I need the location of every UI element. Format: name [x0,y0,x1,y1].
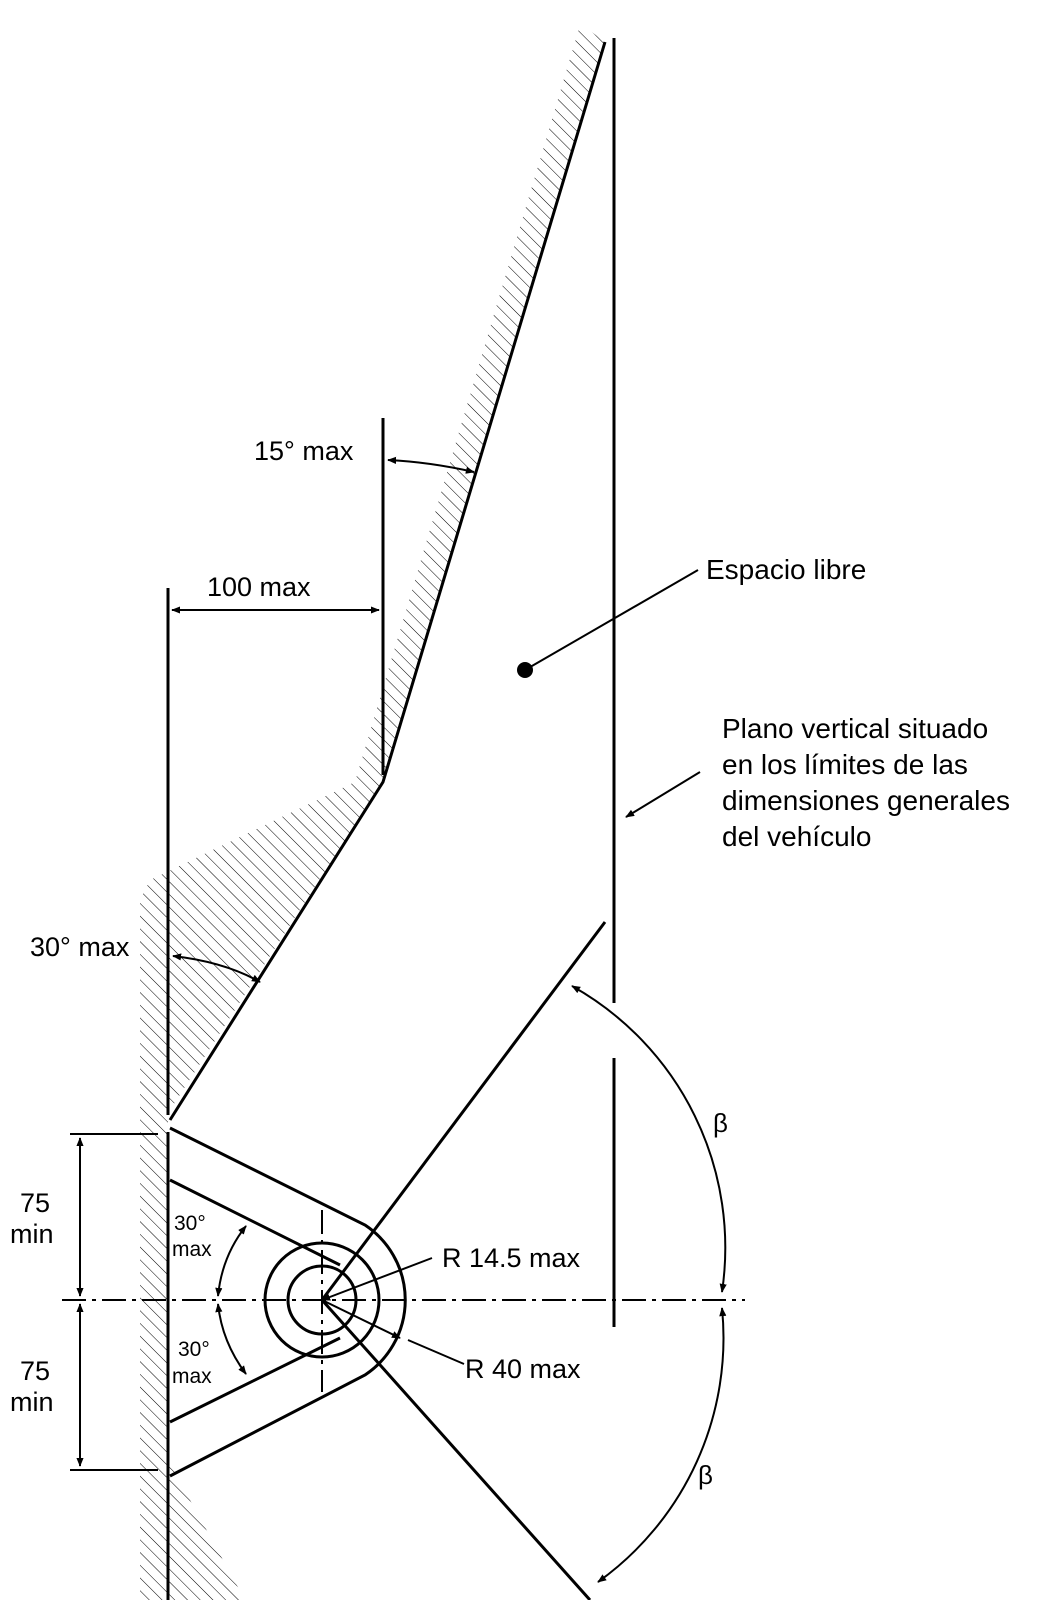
arm-angle-upper-label-1: 30° [174,1212,206,1235]
radius-small-label: R 14.5 max [442,1243,581,1273]
hatched-boundary-lower [140,1460,245,1600]
free-space-label: Espacio libre [706,554,866,585]
beta-line-lower [320,1299,592,1600]
arm-angle-upper-arc [215,1225,247,1297]
dim-lower-label-1: 75 [20,1356,50,1386]
beta-line-upper [320,921,607,1301]
dim-lower-label-2: min [10,1387,54,1417]
angle-top-label: 15° max [254,436,354,466]
hook-arm-lower [169,1336,341,1424]
arm-angle-lower-arc [215,1303,247,1375]
boundary-profile [168,41,607,1121]
vertical-plane-label-3: dimensiones generales [722,785,1010,816]
vertical-plane-label-4: del vehículo [722,821,871,852]
arm-angle-upper-label-2: max [172,1238,212,1261]
radius-large-leader [321,1299,401,1339]
arm-angle-lower-label-2: max [172,1365,212,1388]
radius-large-label: R 40 max [465,1354,581,1384]
hatched-wall-strip [140,1110,168,1460]
beta-lower-label: β [698,1460,713,1490]
vertical-plane-label-1: Plano vertical situado [722,713,988,744]
width-top-label: 100 max [207,572,311,602]
beta-arc-upper [571,985,727,1293]
dim-upper-label-1: 75 [20,1188,50,1218]
radius-large-label-leader [407,1339,465,1365]
beta-arc-lower [597,1307,727,1583]
dim-upper-label-2: min [10,1219,54,1249]
radius-small-leader [321,1257,433,1301]
beta-upper-label: β [713,1108,728,1138]
angle-30-arc [172,953,261,983]
hatched-boundary-upper [140,12,605,1110]
hook-arm-upper [169,1178,341,1267]
free-space-leader [524,569,699,671]
vertical-plane-label-2: en los límites de las [722,749,968,780]
angle-15-arc [387,456,475,474]
angle-mid-label: 30° max [30,932,130,962]
arm-angle-lower-label-1: 30° [178,1338,210,1361]
vertical-plane-leader [625,771,701,818]
